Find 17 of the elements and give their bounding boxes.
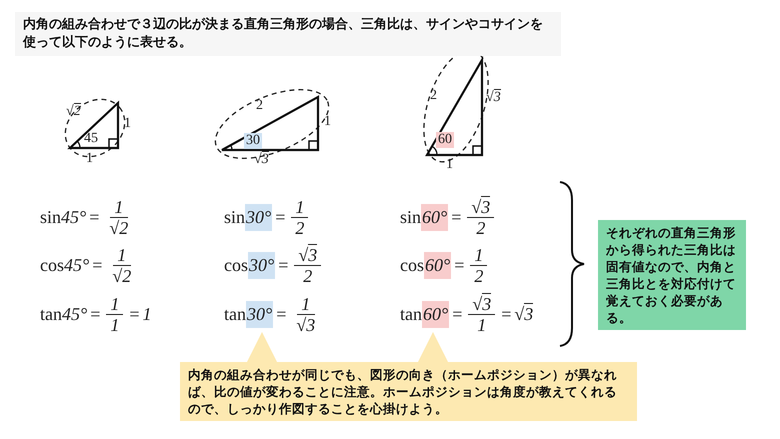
block-arrow [418, 332, 448, 363]
heading-text: 内角の組み合わせで３辺の比が決まる直角三角形の場合、三角比は、サインやコサインを使って以下のように表せる。 [15, 12, 561, 56]
angle-label: 45 [84, 131, 98, 147]
note-box: それぞれの直角三角形から得られた三角比は固有値なので、内角と三角比とを対応付けて覚えておく必要がある。 [598, 220, 746, 330]
angle-label: 30 [244, 133, 262, 149]
side-label: 2 [256, 98, 263, 114]
formula: tan60° = √3 1 = √3 [400, 292, 534, 336]
side-label: 2 [430, 88, 437, 104]
formula: sin60° = √3 2 [400, 195, 498, 239]
side-label: 1 [124, 116, 131, 132]
side-label: 1 [86, 151, 93, 167]
block-arrow [246, 332, 278, 363]
side-label: √3 [486, 90, 501, 106]
formula: cos30° = √3 2 [224, 243, 324, 287]
angle-label: 60 [436, 132, 454, 148]
side-label: 1 [324, 114, 331, 130]
callout-note: 内角の組み合わせが同じでも、図形の向き（ホームポジション）が異なれば、比の値が変わることに注意。ホームポジションは角度が教えてくれるので、しっかり作図することを心掛けよう。 [180, 362, 637, 421]
